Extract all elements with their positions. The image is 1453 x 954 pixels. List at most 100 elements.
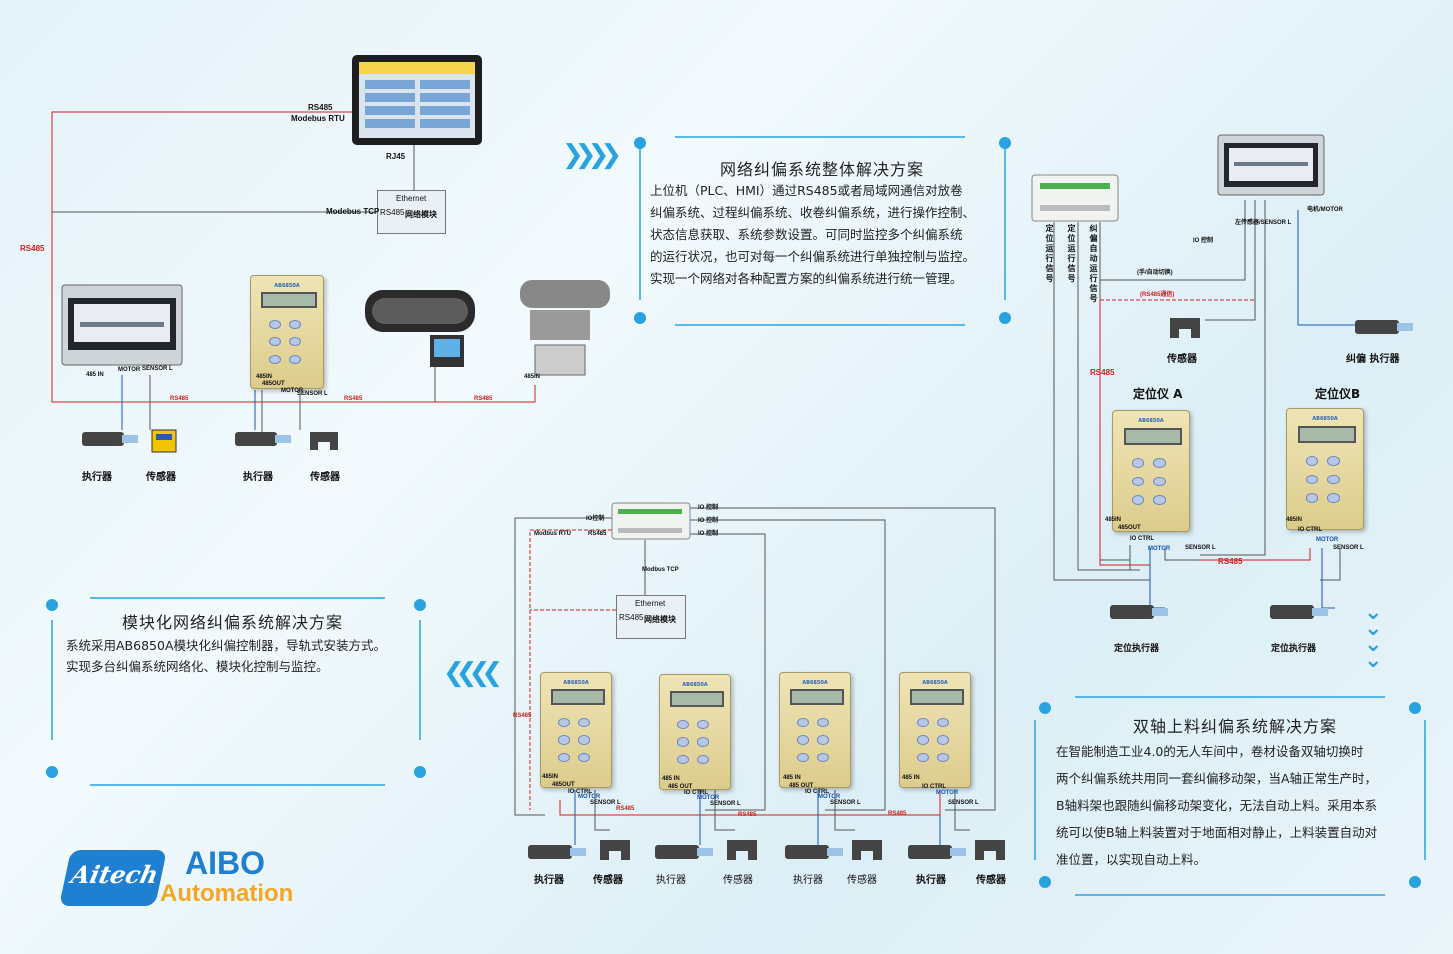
cap-s2: 传感器	[723, 875, 753, 886]
a-sensor-label: SENSOR L	[1185, 545, 1216, 551]
sensor-icon-2	[310, 432, 338, 450]
panel-dual-body: 在智能制造工业4.0的无人车间中，卷材设备双轴切换时 两个纠偏系统共用同一套纠偏…	[1056, 738, 1377, 873]
sensor-b4	[975, 840, 1005, 860]
display-controller-icon	[61, 284, 183, 366]
panel-network-line: 状态信息获取、系统参数设置。可同时监控多个纠偏系统	[650, 227, 963, 242]
logo-mark-text: Aitech	[68, 860, 161, 889]
ethernet-label: Ethernet	[635, 599, 666, 608]
vertical-label-2: 定位运行信号	[1067, 224, 1076, 283]
cap-a3: 执行器	[793, 875, 823, 886]
rs485-label: RS485	[380, 208, 405, 217]
io-ctrl-3: IO 控制	[698, 518, 719, 524]
motor-b-label: MOTOR	[281, 388, 304, 394]
io-ctrl-label: IO 控制	[1193, 238, 1214, 244]
positioner-a-title: 定位仪 A	[1133, 387, 1183, 401]
c1-io: IO CTRL	[568, 789, 592, 795]
modbus-tcp-label: Modbus TCP	[642, 567, 679, 573]
c3-motor: MOTOR	[818, 794, 841, 800]
controller-b1: AB6850A	[540, 672, 612, 788]
panel-dual-line: 两个纠偏系统共用同一套纠偏移动架，当A轴正常生产时，	[1056, 771, 1378, 786]
caption-actuator-1: 执行器	[82, 472, 112, 483]
arrow-right-icon: ❯❯❯❯	[562, 140, 622, 170]
actuator-b1	[528, 845, 586, 859]
b-io-label: IO CTRL	[1298, 527, 1322, 533]
sensor-l-label: SENSOR L	[142, 366, 173, 372]
caption-sensor-1: 传感器	[146, 472, 176, 483]
modbus-tcp-label: Modebus TCP	[326, 207, 380, 216]
network-module-bottom: Ethernet RS485 网络模块	[616, 595, 686, 639]
panel-network-title: 网络纠偏系统整体解决方案	[720, 160, 925, 179]
c4-in: 485 IN	[902, 775, 920, 781]
cap-a4: 执行器	[916, 875, 946, 886]
panel-modular-title: 模块化网络纠偏系统解决方案	[122, 613, 344, 632]
panel-modular-line: 实现多台纠偏系统网络化、模块化控制与监控。	[66, 659, 329, 674]
a-io-label: IO CTRL	[1130, 536, 1154, 542]
sensor-b2	[727, 840, 757, 860]
a-out-label: 485OUT	[1118, 525, 1141, 531]
actuator-icon-2	[235, 432, 291, 446]
c2-io: IO CTRL	[684, 790, 708, 796]
controller-b4: AB6850A	[899, 672, 971, 788]
panel-network-line: 实现一个网络对各种配置方案的纠偏系统进行统一管理。	[650, 271, 963, 286]
rs485-left-label: RS485	[513, 713, 532, 719]
plc-icon-right	[1031, 174, 1119, 222]
c2-sensor: SENSOR L	[710, 801, 741, 807]
c2-in: 485 IN	[662, 776, 680, 782]
out485-label: 485OUT	[262, 381, 285, 387]
corner-ornaments	[46, 137, 1421, 888]
motor-label: MOTOR	[118, 367, 141, 373]
in485b-label: 485IN	[256, 374, 273, 380]
left-sensor-label: 左传感器/SENSOR L	[1235, 220, 1292, 226]
rs485-label: RS485	[308, 103, 333, 112]
rs485-label: RS485	[588, 531, 607, 537]
c1-motor: MOTOR	[578, 794, 601, 800]
vertical-label-3: 纠偏自动运行信号	[1089, 224, 1098, 303]
rs485-comm-label: (RS485通信)	[1140, 292, 1175, 298]
actuator-icon-right	[1355, 320, 1413, 334]
panel-dual-line: B轴料架也跟随纠偏移动架变化，无法自动上料。采用本系	[1056, 798, 1378, 813]
cap-s1: 传感器	[593, 875, 623, 886]
b-sensor-label: SENSOR L	[1333, 545, 1364, 551]
sensor-icon-1	[151, 429, 177, 453]
caption-pos-actuator-b: 定位执行器	[1271, 644, 1317, 654]
controller-b: AB6850A	[1286, 408, 1364, 530]
actuator-b3	[785, 845, 843, 859]
rs485-left-label: RS485	[20, 244, 45, 253]
motor-label: 电机/MOTOR	[1307, 207, 1343, 213]
c1-out: 485OUT	[552, 782, 575, 788]
display-controller-icon-right	[1217, 134, 1325, 196]
controller-b2: AB6850A	[659, 674, 731, 790]
c4-motor: MOTOR	[936, 790, 959, 796]
cap-a1: 执行器	[534, 875, 564, 886]
cap-s3: 传感器	[847, 875, 877, 886]
c3-sensor: SENSOR L	[830, 800, 861, 806]
manual-auto-label: (手/自动切换)	[1137, 270, 1173, 276]
a-motor-label: MOTOR	[1148, 546, 1171, 552]
sensor-b1	[600, 840, 630, 860]
pos-actuator-b	[1270, 605, 1328, 619]
panel-dual-line: 准位置，以实现自动上料。	[1056, 852, 1207, 867]
rs485-link1: RS485	[170, 396, 189, 402]
actuator-b2	[655, 845, 713, 859]
c1-sensor: SENSOR L	[590, 800, 621, 806]
sensor-b3	[852, 840, 882, 860]
controller-top: AB6850A	[250, 275, 324, 389]
c3-in: 485 IN	[783, 775, 801, 781]
link-3: RS485	[888, 811, 907, 817]
panel-modular-body: 系统采用AB6850A模块化纠偏控制器，导轨式安装方式。 实现多台纠偏系统网络化…	[66, 635, 386, 677]
rs485-label: RS485	[619, 613, 644, 622]
rs485-link2: RS485	[344, 396, 363, 402]
c2-out: 485 OUT	[668, 784, 693, 790]
controller-b3: AB6850A	[779, 672, 851, 788]
panel-modular-line: 系统采用AB6850A模块化纠偏控制器，导轨式安装方式。	[66, 638, 386, 653]
network-module-top: Ethernet RS485 网络模块	[377, 190, 446, 234]
actuator-icon-1	[82, 432, 138, 446]
c3-io: IO CTRL	[805, 789, 829, 795]
cap-a2: 执行器	[656, 875, 686, 886]
arrow-left-icon: ❮❮❮❮	[443, 658, 503, 688]
vertical-label-1: 定位运行信号	[1045, 224, 1054, 283]
b-in-label: 485IN	[1286, 517, 1303, 523]
controller-a: AB6850A	[1112, 410, 1190, 532]
positioner-b-title: 定位仪B	[1315, 387, 1361, 401]
